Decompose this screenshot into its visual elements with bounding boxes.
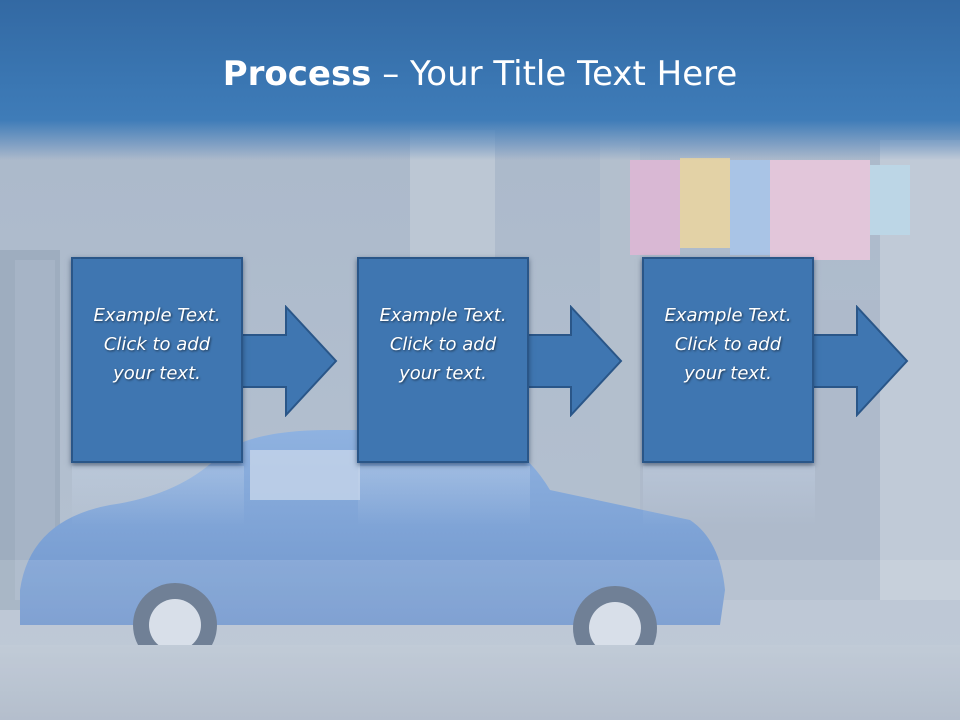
step-line-2: Click to add [103, 333, 211, 355]
step-reflection [643, 466, 815, 526]
title-bold: Process [222, 54, 372, 94]
step-text[interactable]: Example Text. Click to add your text. [82, 301, 232, 388]
title-rest: – Your Title Text Here [371, 54, 738, 94]
step-line-3: your text. [399, 362, 487, 384]
step-line-2: Click to add [389, 333, 497, 355]
step-reflection [358, 466, 530, 526]
arrow-right-icon [241, 305, 338, 417]
title-band [0, 0, 960, 160]
slide-title: Process – Your Title Text Here [0, 52, 960, 96]
process-step-3[interactable]: Example Text. Click to add your text. [642, 257, 814, 463]
step-line-3: your text. [113, 362, 201, 384]
arrow-right-icon [812, 305, 909, 417]
step-line-1: Example Text. [93, 304, 221, 326]
step-line-3: your text. [684, 362, 772, 384]
step-line-1: Example Text. [379, 304, 507, 326]
process-step-2[interactable]: Example Text. Click to add your text. [357, 257, 529, 463]
step-text[interactable]: Example Text. Click to add your text. [653, 301, 803, 388]
process-step-1[interactable]: Example Text. Click to add your text. [71, 257, 243, 463]
step-line-2: Click to add [674, 333, 782, 355]
arrow-right-icon [526, 305, 623, 417]
step-line-1: Example Text. [664, 304, 792, 326]
step-reflection [72, 466, 244, 526]
step-text[interactable]: Example Text. Click to add your text. [368, 301, 518, 388]
